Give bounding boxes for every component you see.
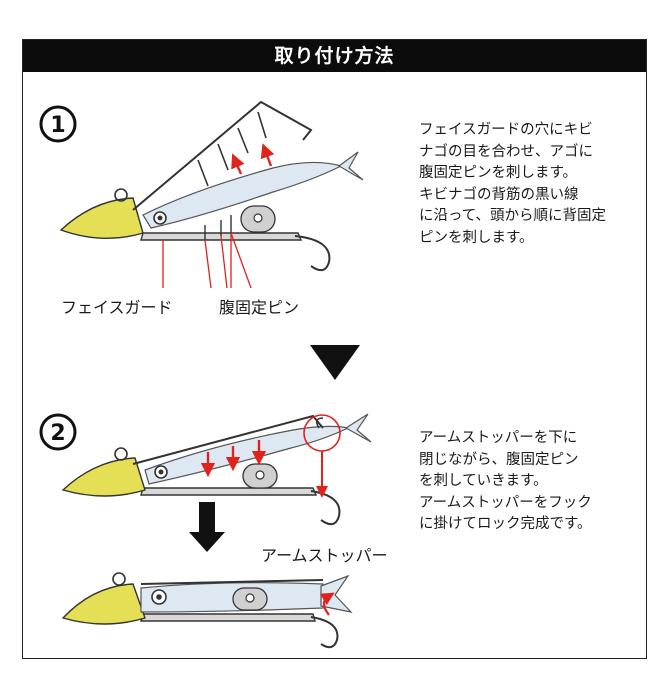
arm-stopper-label: アームストッパー (261, 546, 388, 565)
belly-pin-label: 腹固定ピン (219, 298, 300, 317)
page-title: 取り付け方法 (274, 45, 395, 67)
step-1-line: ナゴの目を合わせ、アゴに (419, 143, 593, 160)
step-1-number-badge: 1 (39, 105, 77, 143)
diagram-graphics: 1 (39, 100, 372, 649)
title-bar: 取り付け方法 (23, 40, 646, 72)
next-step-arrow (310, 345, 360, 380)
step-1-lure-illustration (59, 100, 364, 289)
step-2-line: を刺していきます。 (419, 473, 548, 489)
step-2-line: アームストッパーをフック (419, 494, 592, 511)
step-2-description: アームストッパーを下に 閉じながら、腹固定ピン を刺していきます。 アームストッ… (419, 428, 592, 536)
step-2-line: アームストッパーを下に (419, 430, 578, 446)
step-1-line: 腹固定ピンを刺します。 (419, 165, 578, 181)
instruction-panel: 取り付け方法 1 (22, 39, 647, 659)
step-1-number: 1 (50, 113, 65, 138)
closed-lure-illustration (61, 572, 353, 649)
step-1-description: フェイスガードの穴にキビ ナゴの目を合わせ、アゴに 腹固定ピンを刺します。 キビ… (419, 120, 606, 249)
step-1-line: に沿って、頭から順に背固定 (419, 208, 607, 224)
step-2-line: に掛けてロック完成です。 (419, 516, 592, 532)
face-guard-label: フェイスガード (61, 298, 173, 317)
step-1-line: フェイスガードの穴にキビ (419, 122, 593, 138)
step-1-line: ピンを刺します。 (419, 229, 534, 246)
step-2-number: 2 (50, 421, 65, 446)
step-2-number-badge: 2 (39, 413, 77, 451)
step-2-line: 閉じながら、腹固定ピン (419, 451, 579, 468)
step-1-line: キビナゴの背筋の黒い線 (419, 186, 579, 203)
step-2-lure-illustration (61, 413, 372, 552)
